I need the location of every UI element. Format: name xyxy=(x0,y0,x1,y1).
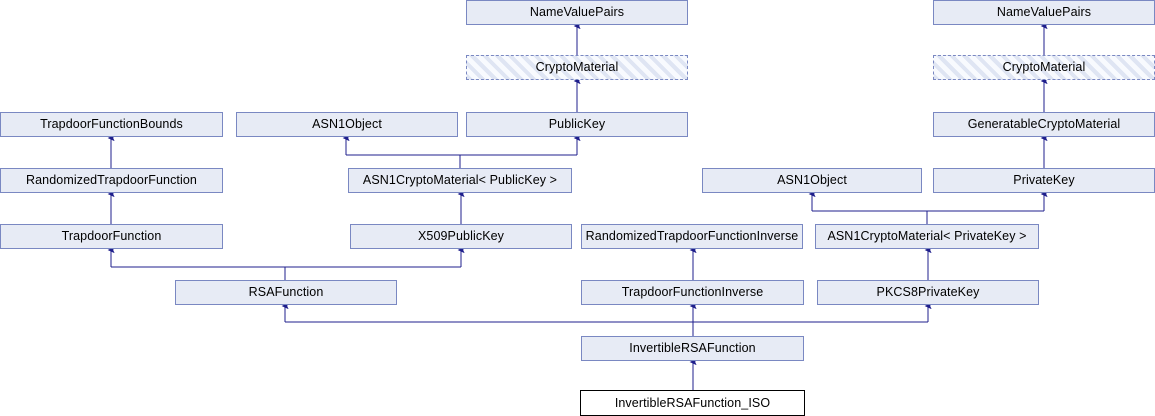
class-node-label: ASN1Object xyxy=(312,117,382,132)
class-node-label: X509PublicKey xyxy=(417,229,505,244)
class-node-randomizedtrapdoorfunctioninverse[interactable]: RandomizedTrapdoorFunctionInverse xyxy=(581,224,803,249)
class-node-rsafunction[interactable]: RSAFunction xyxy=(175,280,397,305)
class-node-label: TrapdoorFunctionInverse xyxy=(621,285,764,300)
class-node-asn1cryptomaterial_public[interactable]: ASN1CryptoMaterial< PublicKey > xyxy=(348,168,572,193)
class-node-invertiblersafunction_iso[interactable]: InvertibleRSAFunction_ISO xyxy=(580,390,805,416)
class-node-privatekey[interactable]: PrivateKey xyxy=(933,168,1155,193)
class-node-label: RandomizedTrapdoorFunction xyxy=(26,173,197,188)
class-node-randomizedtrapdoorfunction[interactable]: RandomizedTrapdoorFunction xyxy=(0,168,223,193)
class-node-trapdoorfunctionbounds[interactable]: TrapdoorFunctionBounds xyxy=(0,112,223,137)
class-node-invertiblersafunction[interactable]: InvertibleRSAFunction xyxy=(581,336,804,361)
class-node-label: TrapdoorFunctionBounds xyxy=(40,117,183,132)
class-node-label: InvertibleRSAFunction xyxy=(629,341,756,356)
class-node-label: CryptoMaterial xyxy=(1002,60,1086,75)
class-node-asn1object_l[interactable]: ASN1Object xyxy=(236,112,458,137)
class-node-cryptomaterial_r[interactable]: CryptoMaterial xyxy=(933,55,1155,80)
class-node-label: PrivateKey xyxy=(1013,173,1075,188)
class-node-cryptomaterial_l[interactable]: CryptoMaterial xyxy=(466,55,688,80)
class-node-label: PublicKey xyxy=(548,117,606,132)
class-node-trapdoorfunctioninverse[interactable]: TrapdoorFunctionInverse xyxy=(581,280,804,305)
class-node-label: GeneratableCryptoMaterial xyxy=(967,117,1121,132)
class-node-asn1cryptomaterial_private[interactable]: ASN1CryptoMaterial< PrivateKey > xyxy=(815,224,1039,249)
class-node-asn1object_r[interactable]: ASN1Object xyxy=(702,168,922,193)
class-node-trapdoorfunction[interactable]: TrapdoorFunction xyxy=(0,224,223,249)
class-node-label: PKCS8PrivateKey xyxy=(876,285,980,300)
class-node-namevaluepairs_r[interactable]: NameValuePairs xyxy=(933,0,1155,25)
class-node-x509publickey[interactable]: X509PublicKey xyxy=(350,224,572,249)
class-node-generatablecryptomaterial[interactable]: GeneratableCryptoMaterial xyxy=(933,112,1155,137)
class-node-label: ASN1CryptoMaterial< PublicKey > xyxy=(362,173,558,188)
class-node-label: ASN1Object xyxy=(777,173,847,188)
class-node-label: InvertibleRSAFunction_ISO xyxy=(614,395,771,410)
class-node-label: ASN1CryptoMaterial< PrivateKey > xyxy=(827,229,1027,244)
class-node-label: TrapdoorFunction xyxy=(61,229,162,244)
class-node-publickey[interactable]: PublicKey xyxy=(466,112,688,137)
class-node-label: NameValuePairs xyxy=(996,5,1092,20)
class-node-label: CryptoMaterial xyxy=(535,60,619,75)
class-node-pkcs8privatekey[interactable]: PKCS8PrivateKey xyxy=(817,280,1039,305)
class-node-namevaluepairs_l[interactable]: NameValuePairs xyxy=(466,0,688,25)
class-node-label: RSAFunction xyxy=(248,285,324,300)
class-node-label: RandomizedTrapdoorFunctionInverse xyxy=(585,229,799,244)
class-node-label: NameValuePairs xyxy=(529,5,625,20)
